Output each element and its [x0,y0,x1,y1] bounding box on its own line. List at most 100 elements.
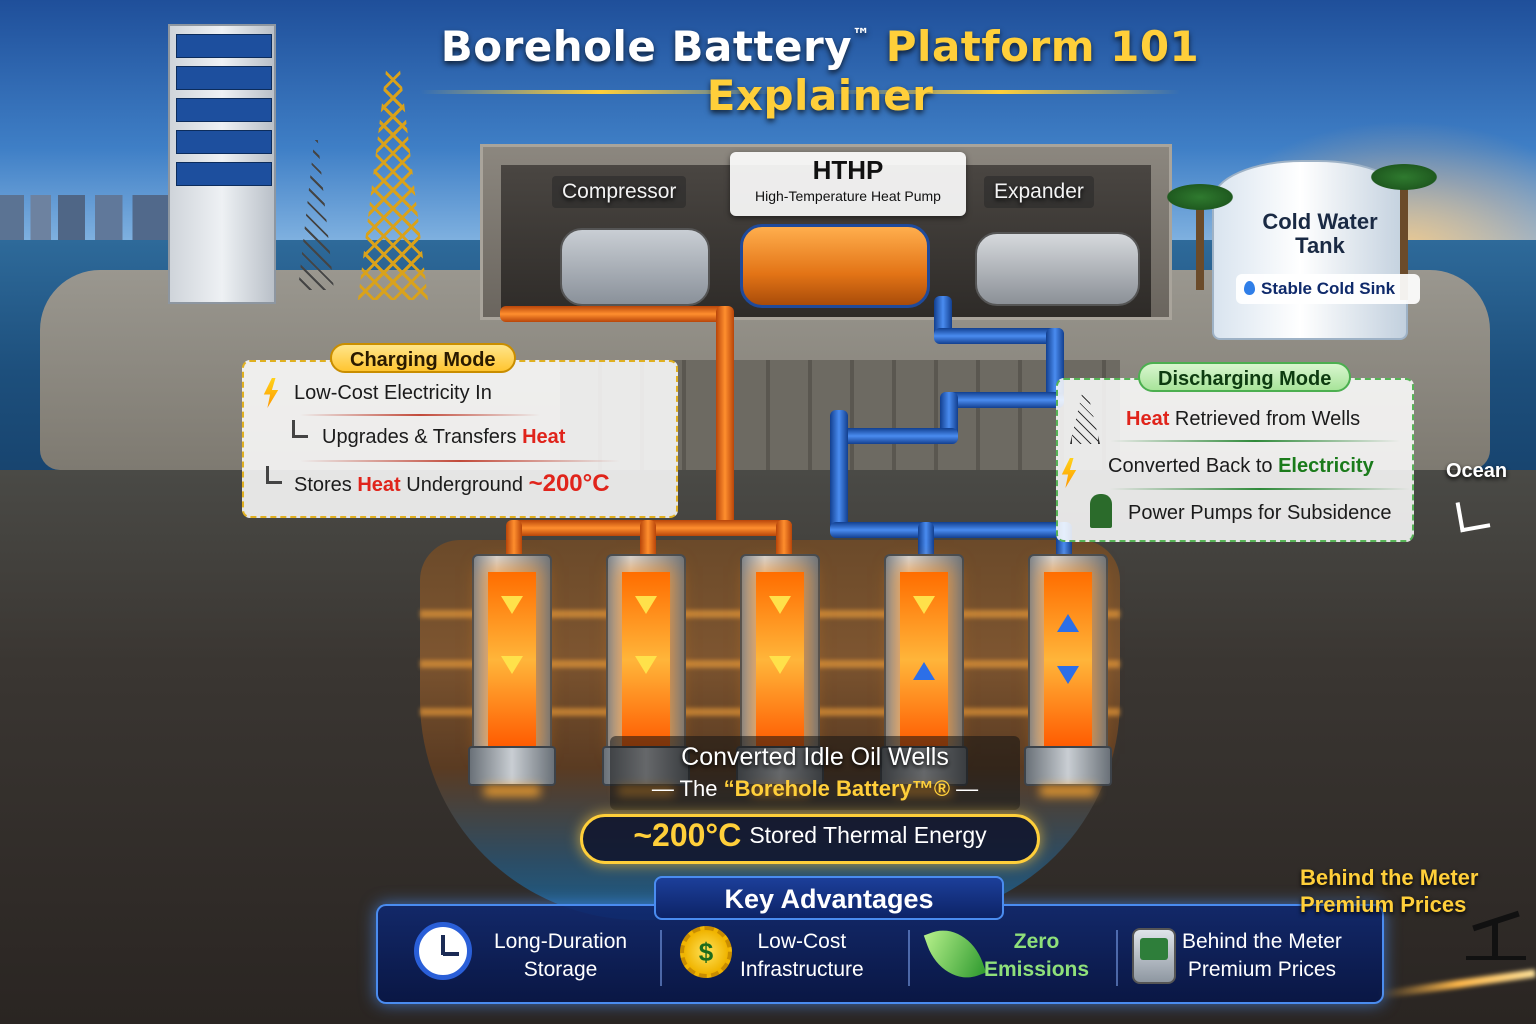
stored-energy-badge: ~200°C Stored Thermal Energy [580,814,1040,864]
step-divider [300,414,540,416]
dollar-gear-icon: $ [680,926,732,978]
meter-icon [1132,928,1176,984]
title-underline [820,90,1180,94]
title-part2: Platform 101 Explainer [706,22,1200,120]
stored-temperature: ~200°C [633,817,742,853]
palm-tree [1162,182,1238,290]
step2-text: Converted Back to [1108,455,1279,477]
corner-label-line2: Premium Prices [1300,892,1467,917]
discharging-step-2: Converted Back to Electricity [1108,455,1374,478]
stored-energy-text: Stored Thermal Energy [749,822,987,848]
hot-core [1044,572,1092,748]
hot-pipe [506,520,522,560]
advantage-item: Low-Cost Infrastructure [740,928,864,984]
expander-label: Expander [984,176,1094,208]
solar-panel [176,66,272,90]
cold-pipe [934,328,1064,344]
corner-label-line1: Behind the Meter [1300,865,1479,890]
advantages-bar [376,904,1384,1004]
heat-word: Heat [357,474,401,496]
electricity-word: Electricity [1278,455,1374,477]
well-casing-base [1024,746,1112,786]
compressor-label: Compressor [552,176,687,208]
tank-label-line2: Tank [1295,233,1345,258]
advantage-line1: Long-Duration [494,930,628,953]
down-arrow-icon [635,656,657,674]
cold-pipe [830,410,848,536]
ocean-label: Ocean [1446,460,1508,482]
heat-glow [1040,786,1096,796]
step-divider [300,460,620,462]
discharging-step-3: Power Pumps for Subsidence [1128,502,1392,524]
discharging-panel [1056,378,1414,542]
hot-pipe [500,306,730,322]
wells-caption: Converted Idle Oil Wells — The “Borehole… [610,736,1020,810]
step3-prefix: Stores [294,474,358,496]
advantage-item: Long-Duration Storage [494,928,627,984]
step2-text: Upgrades & Transfers [322,426,523,448]
advantage-item: Zero Emissions [984,928,1089,984]
palm-tree [1366,162,1442,300]
caption-dash: — The [651,776,724,801]
hot-pipe [640,520,656,560]
wells-caption-line1: Converted Idle Oil Wells [681,743,949,771]
corner-label: Behind the Meter Premium Prices [1300,864,1532,918]
down-arrow-icon [501,656,523,674]
worker-pump-icon [1090,494,1112,528]
well-casing-base [468,746,556,786]
heat-pump-machine [740,224,930,308]
hot-pipe [776,520,792,560]
solar-panel [176,130,272,154]
advantage-line1: Behind the Meter [1182,930,1342,953]
up-arrow-icon [913,662,935,680]
advantage-divider [908,930,910,986]
cold-pipe [940,392,1064,408]
cold-sink-badge: Stable Cold Sink [1236,274,1420,304]
advantages-title: Key Advantages [654,876,1004,920]
hthp-label-box: HTHP High-Temperature Heat Pump [730,152,966,216]
solar-panel [176,34,272,58]
charging-step-3: Stores Heat Underground ~200°C [294,470,610,498]
advantage-line2: Emissions [984,958,1090,981]
storage-temperature: ~200°C [528,470,610,497]
borehole-well [1024,554,1112,796]
advantage-line2: Storage [523,958,598,981]
discharging-step-1: Heat Retrieved from Wells [1126,408,1360,431]
charging-step-2: Upgrades & Transfers Heat [322,426,565,449]
arrow-icon [1455,497,1491,533]
charging-step-1: Low-Cost Electricity In [294,382,492,404]
step-divider [1110,440,1400,442]
compressor-machine [560,228,710,306]
advantage-item: Behind the Meter Premium Prices [1182,928,1342,984]
hthp-subtitle: High-Temperature Heat Pump [755,188,941,204]
step1-suffix: Retrieved from Wells [1169,408,1361,430]
solar-panel [176,162,272,186]
advantage-line1: Low-Cost [757,930,847,953]
heat-word: Heat [1126,408,1170,430]
down-arrow-icon [769,596,791,614]
advantage-line2: Infrastructure [740,958,864,981]
elbow-arrow-icon [292,420,308,438]
advantage-divider [660,930,662,986]
cold-sink-text: Stable Cold Sink [1261,279,1396,298]
up-arrow-icon [1057,614,1079,632]
solar-panel [176,98,272,122]
wells-caption-line2: — The “Borehole Battery™® — [610,776,1020,802]
tank-label: Cold Water Tank [1240,210,1400,258]
clock-icon [414,922,472,980]
down-arrow-icon [769,656,791,674]
advantage-divider [1116,930,1118,986]
step-divider [1110,488,1410,490]
advantage-line1: Zero [1013,930,1060,953]
tank-label-line1: Cold Water [1262,209,1378,234]
discharging-mode-chip: Discharging Mode [1138,362,1352,392]
cold-pipe [830,428,958,444]
expander-machine [975,232,1140,306]
title-part1: Borehole Battery [440,22,853,71]
water-drop-icon [1244,281,1255,295]
caption-dash: — [950,776,979,801]
step3-suffix: Underground [400,474,529,496]
down-arrow-icon [501,596,523,614]
charging-panel [242,360,678,518]
heat-word: Heat [522,426,566,448]
